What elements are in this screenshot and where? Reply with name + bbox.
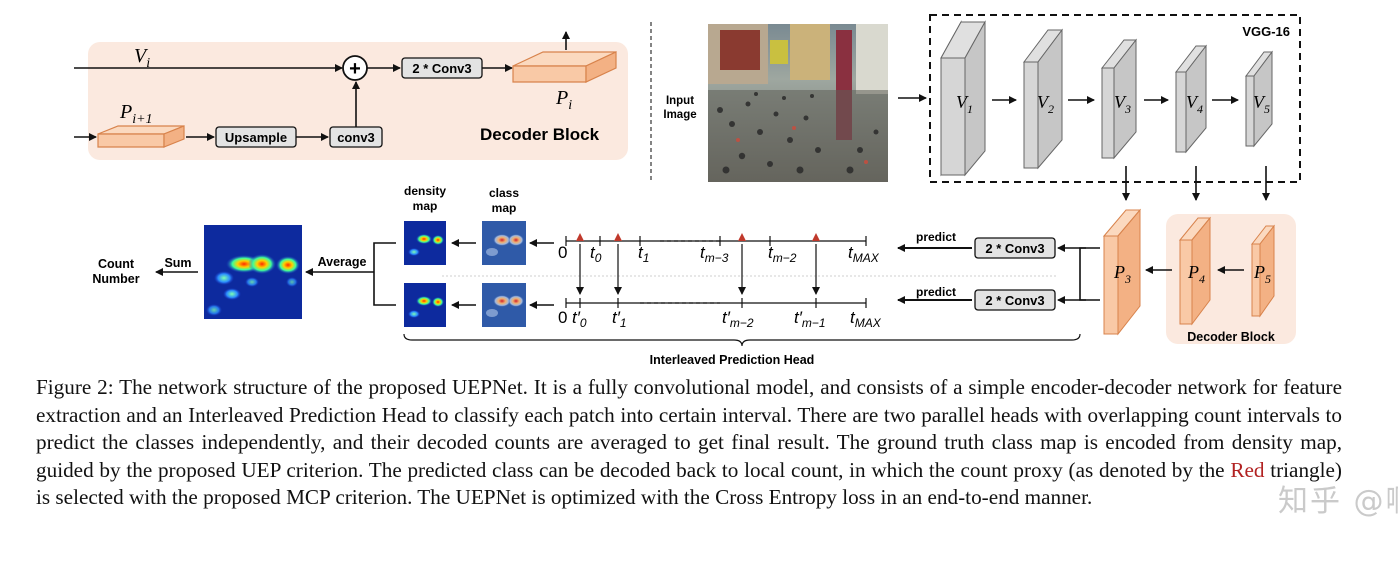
decoder-block-detail: Vi + 2 * Conv3 Pi Pi+1 Upsample conv3 De… <box>74 31 628 160</box>
svg-text:P3: P3 <box>1113 262 1131 286</box>
density-map-top <box>404 221 446 265</box>
pi-label: Pi <box>555 87 572 113</box>
two-conv3-box-head-top <box>974 237 1056 259</box>
proxy-triangle-icon <box>576 233 584 241</box>
svg-text:t′m−2: t′m−2 <box>722 308 754 330</box>
svg-text:class: class <box>489 186 519 200</box>
svg-text:V4: V4 <box>1186 92 1203 116</box>
layer-v2: V2 <box>1023 28 1063 170</box>
vgg16-box <box>929 14 1301 183</box>
svg-text:tm−2: tm−2 <box>768 243 797 265</box>
svg-text:V3: V3 <box>1114 92 1131 116</box>
svg-text:conv3: conv3 <box>337 130 375 145</box>
proxy-triangle-icon <box>738 233 746 241</box>
p4-slab: P4 <box>1178 216 1212 326</box>
sum-label: Sum <box>164 256 191 270</box>
vi-label: Vi <box>134 45 150 71</box>
interleaved-brace <box>403 333 1081 347</box>
input-image <box>708 24 888 182</box>
decoder-block-title: Decoder Block <box>480 125 600 144</box>
count-number-label: Count <box>98 257 135 271</box>
class-map-top <box>482 221 526 265</box>
density-map-final <box>204 225 302 319</box>
predict-label-top: predict <box>916 230 956 244</box>
caption-red-word: Red <box>1230 457 1265 482</box>
interval-axis-top: 0 t0 t1 tm−3 tm−2 tMAX <box>558 233 880 265</box>
layer-v3: V3 <box>1100 38 1138 160</box>
svg-text:0: 0 <box>558 243 567 262</box>
svg-text:V1: V1 <box>956 92 973 116</box>
svg-text:tm−3: tm−3 <box>700 243 729 265</box>
svg-text:Input: Input <box>666 95 694 107</box>
watermark: 知乎 @啊耀 <box>1278 484 1398 519</box>
svg-text:0: 0 <box>558 308 567 327</box>
two-conv3-box-head-bottom <box>974 289 1056 311</box>
p5-slab: P5 <box>1250 224 1276 318</box>
svg-text:tMAX: tMAX <box>848 243 880 265</box>
svg-text:2 * Conv3: 2 * Conv3 <box>985 241 1044 256</box>
svg-text:tMAX: tMAX <box>850 308 882 330</box>
layer-v1: V1 <box>940 20 986 177</box>
decoder-right: P3 P4 P5 Decoder Block <box>1102 208 1296 344</box>
svg-text:Number: Number <box>92 272 139 286</box>
svg-text:Image: Image <box>663 109 696 121</box>
p3-slab: P3 <box>1102 208 1142 336</box>
svg-text:2 * Conv3: 2 * Conv3 <box>985 293 1044 308</box>
network-diagram: Vi + 2 * Conv3 Pi Pi+1 Upsample conv3 De… <box>74 14 1301 367</box>
svg-text:V2: V2 <box>1037 92 1054 116</box>
average-label: Average <box>318 255 367 269</box>
interleaved-label: Interleaved Prediction Head <box>650 353 815 367</box>
svg-text:t′m−1: t′m−1 <box>794 308 826 330</box>
predict-label-bottom: predict <box>916 285 956 299</box>
prediction-head: 2 * Conv3 2 * Conv3 predict predict 0 t0 <box>92 184 1100 367</box>
svg-text:t′0: t′0 <box>572 308 587 330</box>
svg-text:P5: P5 <box>1253 262 1271 286</box>
svg-text:2 * Conv3: 2 * Conv3 <box>412 61 471 76</box>
svg-text:Upsample: Upsample <box>225 130 287 145</box>
svg-text:P4: P4 <box>1187 262 1205 286</box>
svg-text:map: map <box>492 201 517 215</box>
pi1-label: Pi+1 <box>119 101 153 127</box>
layer-v4: V4 <box>1174 44 1208 154</box>
interval-axis-bottom: 0 t′0 t′1 t′m−2 t′m−1 tMAX <box>558 298 882 330</box>
encoder: Input Image VGG <box>663 14 1301 201</box>
svg-text:density: density <box>404 184 446 198</box>
class-map-bottom <box>482 283 526 327</box>
decoder-right-label: Decoder Block <box>1187 330 1275 344</box>
layer-v5: V5 <box>1245 50 1273 148</box>
plus-sign: + <box>349 58 361 80</box>
vgg16-label: VGG-16 <box>1242 24 1290 39</box>
svg-text:map: map <box>413 199 438 213</box>
svg-text:t0: t0 <box>590 243 602 265</box>
svg-text:V5: V5 <box>1253 92 1270 116</box>
figure-caption: Figure 2: The network structure of the p… <box>36 375 1342 510</box>
density-map-bottom <box>404 283 446 327</box>
proxy-triangle-icon <box>812 233 820 241</box>
proxy-triangle-icon <box>614 233 622 241</box>
svg-text:t1: t1 <box>638 243 649 265</box>
svg-text:t′1: t′1 <box>612 308 627 330</box>
